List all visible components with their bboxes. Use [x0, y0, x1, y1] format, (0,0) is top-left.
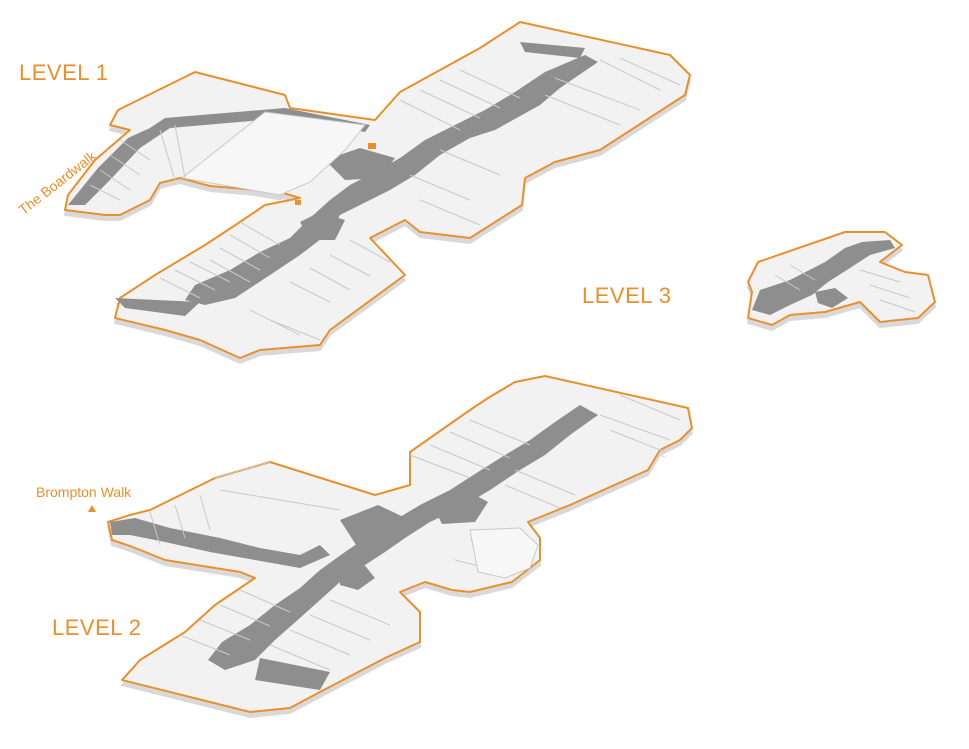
level-1-anchor-block	[180, 111, 366, 196]
level-1-accent	[368, 143, 376, 149]
level-3-unit-lines	[774, 264, 916, 313]
level-2-corridor-node	[340, 505, 410, 548]
level-2-corridor-node	[340, 562, 375, 590]
level-1-corridor-side	[115, 298, 200, 316]
brompton-walk-marker-icon	[88, 505, 96, 512]
level-1-boardwalk-corridor	[68, 108, 370, 205]
level-1-unit-lines	[89, 57, 681, 341]
level-3-floor[interactable]	[747, 231, 936, 326]
level-1-label: LEVEL 1	[19, 60, 109, 85]
level-2-floor[interactable]	[107, 375, 693, 713]
level-1-corridor-node	[520, 42, 585, 58]
level-1-mall-corridor	[185, 55, 598, 305]
level-3-label: LEVEL 3	[582, 283, 672, 308]
level-3-mall-corridor	[752, 240, 895, 315]
level-1-accent	[295, 200, 301, 205]
level-2-label: LEVEL 2	[52, 615, 142, 640]
level-3-corridor-node	[815, 288, 848, 308]
level-1-corridor-node	[300, 212, 345, 240]
level-2-corridor-side	[255, 658, 330, 690]
level-2-corridor-node	[430, 488, 488, 524]
level-2-brompton-corridor	[110, 518, 330, 568]
level-1-floor[interactable]	[64, 21, 691, 359]
brompton-walk-label: Brompton Walk	[36, 484, 132, 500]
level-2-rotunda	[469, 527, 539, 579]
level-2-mall-corridor	[208, 405, 598, 670]
level-1-corridor-node	[325, 148, 395, 180]
